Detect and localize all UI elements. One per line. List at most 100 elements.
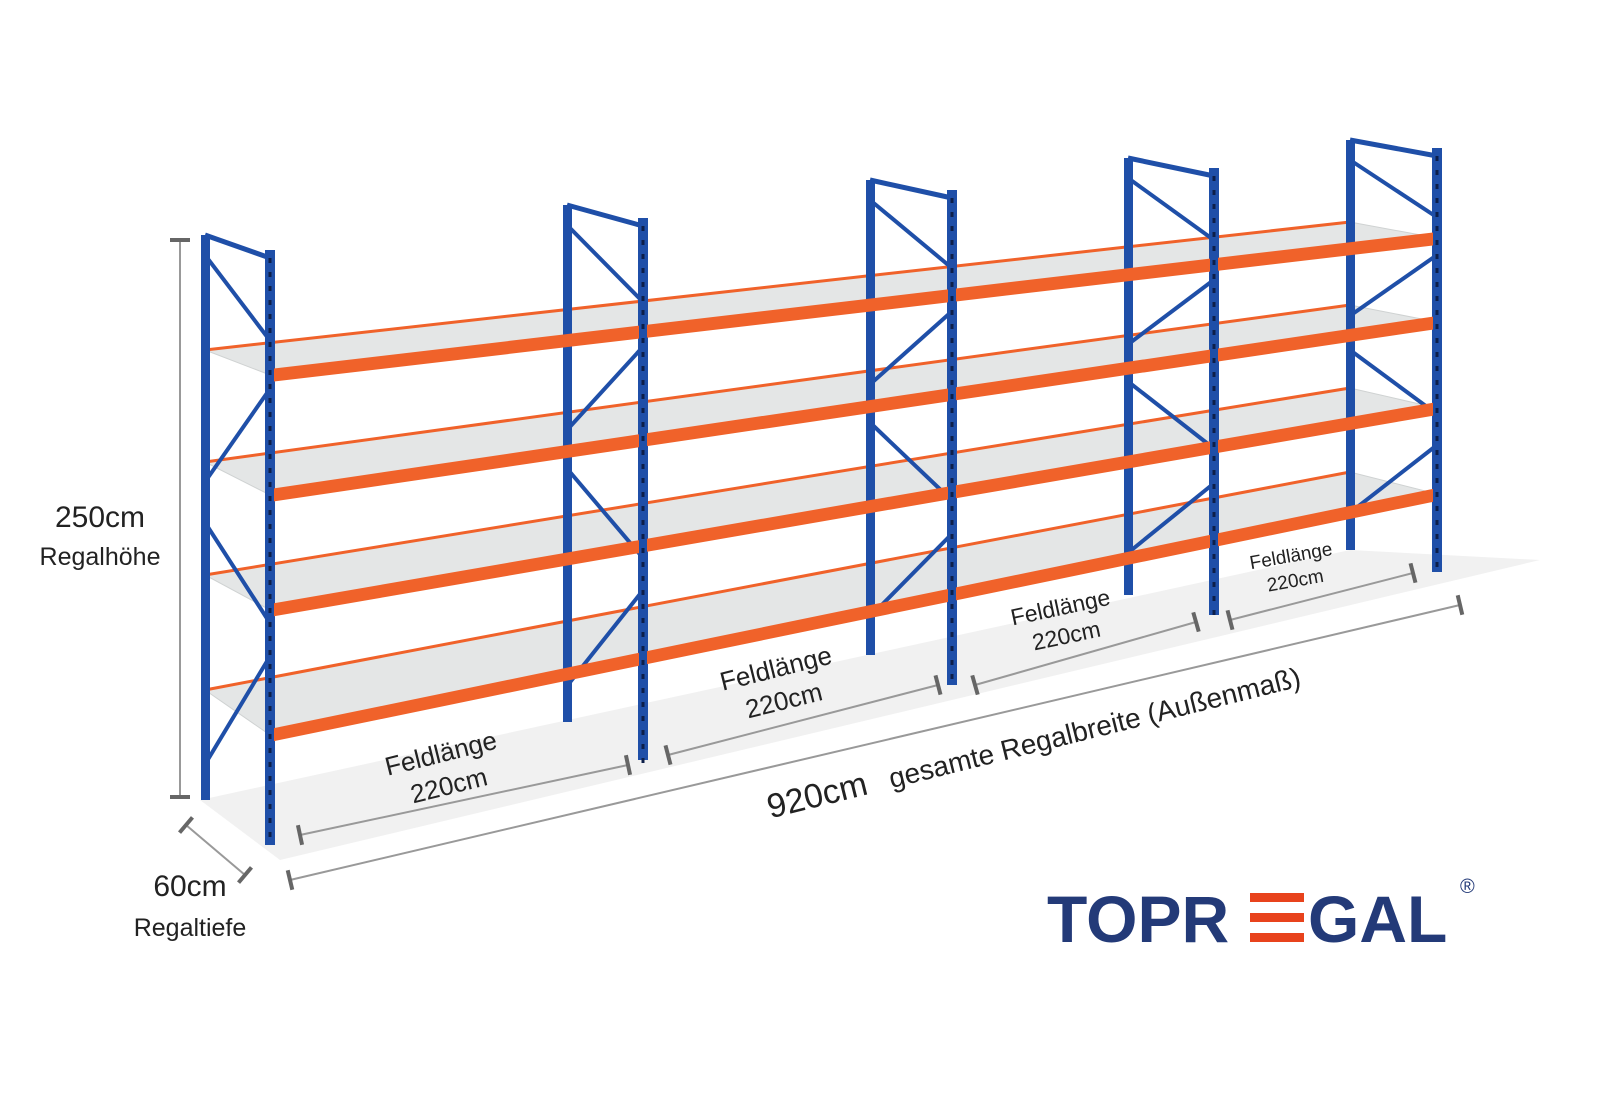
upright-hole	[1212, 358, 1216, 363]
logo-text-right: GAL	[1308, 882, 1447, 956]
back-beam	[204, 303, 1351, 464]
upright-hole	[641, 408, 645, 413]
upright-hole	[950, 562, 954, 567]
upright-hole	[1435, 506, 1439, 511]
upright-hole	[268, 356, 272, 361]
upright-hole	[950, 324, 954, 329]
upright-hole	[268, 566, 272, 571]
back-beam	[204, 470, 1351, 692]
upright-hole	[641, 758, 645, 763]
upright-hole	[950, 604, 954, 609]
upright-hole	[641, 282, 645, 287]
frame-diagonal-brace	[203, 387, 272, 484]
front-beam	[647, 588, 948, 665]
upright-hole	[1435, 212, 1439, 217]
upright-hole	[1212, 204, 1216, 209]
field-3-dimension	[974, 621, 1197, 686]
upright-hole	[641, 618, 645, 623]
upright-hole	[268, 650, 272, 655]
upright-hole	[950, 464, 954, 469]
front-beam	[274, 540, 639, 617]
upright-hole	[641, 534, 645, 539]
field-4-dimension-tick	[1408, 562, 1418, 584]
upright-hole	[1212, 274, 1216, 279]
front-beams	[274, 232, 1433, 742]
upright-hole	[641, 436, 645, 441]
front-beam	[956, 441, 1210, 499]
upright-hole	[1435, 240, 1439, 245]
upright-hole	[1435, 394, 1439, 399]
upright-hole	[641, 478, 645, 483]
upright-front	[1209, 168, 1219, 615]
upright-hole	[268, 482, 272, 487]
upright-hole	[950, 492, 954, 497]
frame-diagonal-brace	[868, 198, 954, 270]
upright-hole	[1212, 512, 1216, 517]
frame-top-brace	[1349, 137, 1438, 159]
upright-hole	[641, 562, 645, 567]
upright-hole	[1212, 428, 1216, 433]
upright-hole	[1435, 324, 1439, 329]
upright-hole	[268, 370, 272, 375]
upright-hole	[1435, 198, 1439, 203]
upright-hole	[268, 790, 272, 795]
upright-hole	[1435, 296, 1439, 301]
front-beam	[647, 388, 948, 447]
upright-hole	[950, 366, 954, 371]
frame-diagonal-brace	[1348, 158, 1439, 219]
upright-hole	[1435, 492, 1439, 497]
frame-diagonal-brace	[203, 655, 272, 766]
field-1-dimension-tick	[623, 754, 633, 776]
upright-hole	[641, 744, 645, 749]
frame-diagonal-brace	[1126, 379, 1216, 451]
upright-hole	[950, 478, 954, 483]
upright-hole	[268, 468, 272, 473]
upright-hole	[641, 576, 645, 581]
frame-top-brace	[1127, 155, 1215, 179]
upright-hole	[268, 706, 272, 711]
upright-hole	[268, 440, 272, 445]
upright-hole	[268, 664, 272, 669]
depth-label: Regaltiefe	[134, 914, 247, 942]
upright-hole	[641, 716, 645, 721]
upright-hole	[1212, 610, 1216, 615]
upright-hole	[1212, 540, 1216, 545]
upright-hole	[1212, 400, 1216, 405]
total-width-dimension-tick	[1455, 594, 1465, 616]
upright-hole	[950, 198, 954, 203]
upright-back	[1124, 158, 1133, 595]
front-beam	[1218, 316, 1433, 362]
upright-hole	[950, 506, 954, 511]
upright-hole	[641, 324, 645, 329]
front-beam	[1218, 232, 1433, 271]
upright-hole	[950, 618, 954, 623]
front-beam	[274, 434, 639, 502]
front-beam	[647, 486, 948, 552]
upright-hole	[268, 692, 272, 697]
upright-front	[638, 218, 648, 760]
upright-hole	[641, 422, 645, 427]
upright-hole	[641, 688, 645, 693]
upright-hole	[950, 380, 954, 385]
upright-hole	[641, 646, 645, 651]
upright-hole	[950, 394, 954, 399]
upright-hole	[1212, 498, 1216, 503]
upright-hole	[641, 590, 645, 595]
upright-hole	[950, 422, 954, 427]
frame-diagonal-brace	[868, 421, 954, 503]
upright-hole	[641, 352, 645, 357]
upright-hole	[268, 538, 272, 543]
upright-hole	[268, 762, 272, 767]
upright-hole	[950, 450, 954, 455]
floor-shadow-area	[200, 550, 1540, 860]
upright-hole	[950, 646, 954, 651]
upright-hole	[1435, 170, 1439, 175]
total-width-dimension	[289, 604, 1461, 881]
upright-hole	[1435, 548, 1439, 553]
upright-hole	[268, 524, 272, 529]
upright-back	[866, 180, 875, 655]
upright-hole	[1212, 372, 1216, 377]
upright-hole	[950, 590, 954, 595]
upright-hole	[1435, 422, 1439, 427]
